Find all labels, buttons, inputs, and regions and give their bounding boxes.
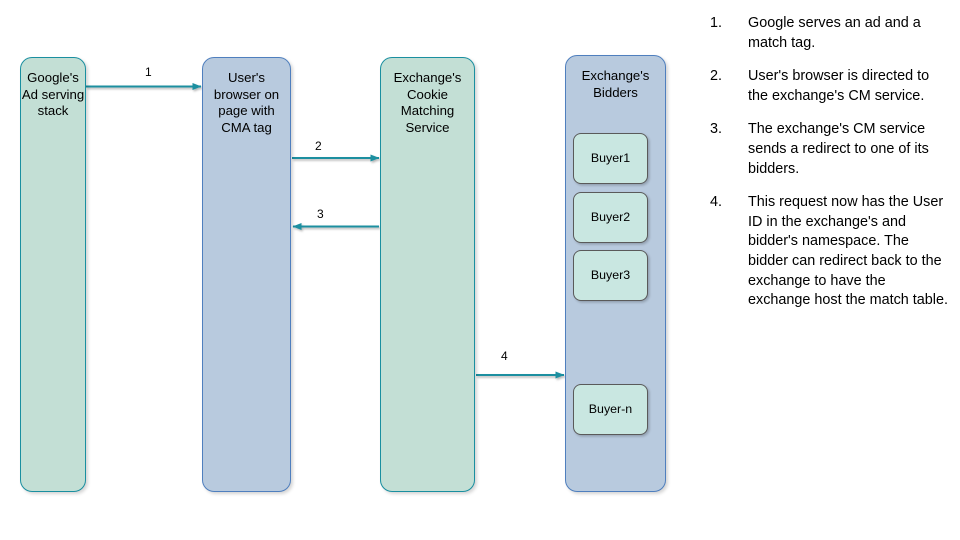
node-label: Exchange's Cookie Matching Service bbox=[393, 70, 462, 135]
step-text: User's browser is directed to the exchan… bbox=[748, 68, 930, 104]
buyer-label: Buyer1 bbox=[590, 151, 631, 165]
list-item: 2. User's browser is directed to the exc… bbox=[710, 67, 950, 106]
list-item: 4. This request now has the User ID in t… bbox=[710, 193, 950, 311]
arrow-label-2: 2 bbox=[315, 139, 322, 153]
node-google-ad-serving-stack[interactable]: Google's Ad serving stack bbox=[20, 57, 86, 492]
node-label: Exchange's Bidders bbox=[581, 68, 650, 100]
step-number: 2. bbox=[710, 68, 723, 85]
arrow-label-1: 1 bbox=[145, 65, 152, 79]
step-text: Google serves an ad and a match tag. bbox=[748, 15, 921, 51]
steps-list: 1. Google serves an ad and a match tag. … bbox=[710, 14, 950, 325]
node-label: User's browser on page with CMA tag bbox=[213, 70, 280, 135]
list-item: 1. Google serves an ad and a match tag. bbox=[710, 14, 950, 53]
buyer-label: Buyer-n bbox=[588, 402, 633, 416]
buyer-box-2[interactable]: Buyer2 bbox=[573, 192, 648, 243]
buyer-label: Buyer3 bbox=[590, 268, 631, 282]
arrow-label-3: 3 bbox=[317, 207, 324, 221]
step-text: This request now has the User ID in the … bbox=[748, 194, 949, 309]
buyer-box-n[interactable]: Buyer-n bbox=[573, 384, 648, 435]
arrow-label-4: 4 bbox=[501, 349, 508, 363]
step-text: The exchange's CM service sends a redire… bbox=[748, 121, 929, 177]
step-number: 4. bbox=[710, 194, 723, 211]
buyer-label: Buyer2 bbox=[590, 210, 631, 224]
buyer-box-1[interactable]: Buyer1 bbox=[573, 133, 648, 184]
step-number: 3. bbox=[710, 121, 723, 138]
step-number: 1. bbox=[710, 15, 723, 31]
buyer-box-3[interactable]: Buyer3 bbox=[573, 250, 648, 301]
node-user-browser[interactable]: User's browser on page with CMA tag bbox=[202, 57, 291, 492]
node-label: Google's Ad serving stack bbox=[21, 70, 85, 119]
node-exchange-cookie-matching-service[interactable]: Exchange's Cookie Matching Service bbox=[380, 57, 475, 492]
list-item: 3. The exchange's CM service sends a red… bbox=[710, 120, 950, 179]
